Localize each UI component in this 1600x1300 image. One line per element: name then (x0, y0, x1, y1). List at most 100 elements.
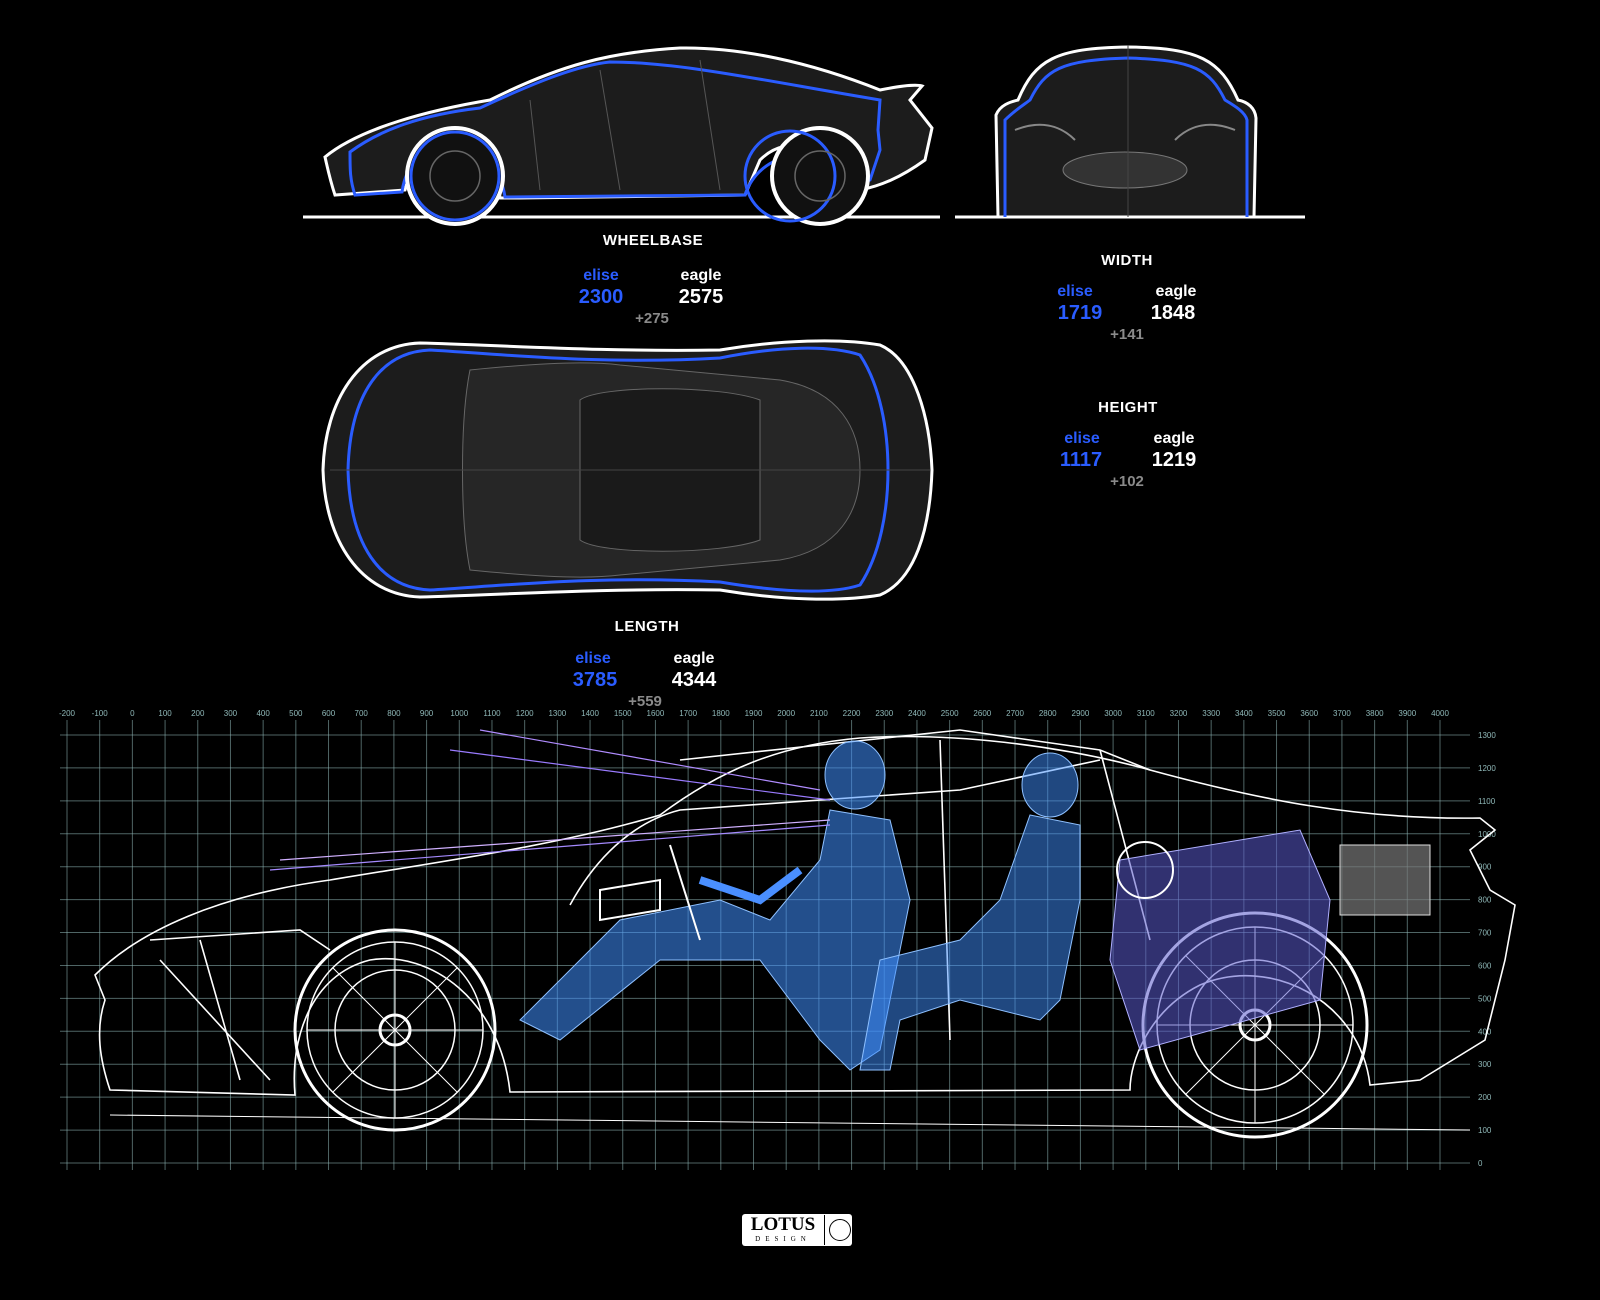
length-eagle-label: eagle (673, 650, 715, 667)
length-difference: +559 (628, 693, 662, 710)
length-title: LENGTH (614, 618, 680, 635)
z-tick-label: 600 (1478, 961, 1492, 970)
x-tick-label: 3000 (1104, 709, 1122, 718)
x-tick-label: 1900 (745, 709, 763, 718)
x-tick-label: 3600 (1300, 709, 1318, 718)
x-tick-label: 500 (289, 709, 303, 718)
wheelbase-difference: +275 (635, 310, 669, 327)
z-tick-label: 500 (1478, 994, 1492, 1003)
x-tick-label: 600 (322, 709, 336, 718)
width-elise-label: elise (1057, 283, 1093, 300)
logo-sub: DESIGN (755, 1235, 811, 1243)
x-tick-label: 3300 (1202, 709, 1220, 718)
x-tick-label: 1800 (712, 709, 730, 718)
z-tick-label: 200 (1478, 1093, 1492, 1102)
front-view (955, 45, 1305, 219)
wheelbase-eagle-value: 2575 (678, 286, 724, 308)
logo-brand: LOTUS (750, 1214, 816, 1235)
x-tick-label: 700 (355, 709, 369, 718)
x-tick-label: 2300 (875, 709, 893, 718)
length-elise-value: 3785 (572, 669, 618, 691)
length-elise-label: elise (575, 650, 611, 667)
x-tick-label: 3800 (1366, 709, 1384, 718)
z-tick-label: 400 (1478, 1027, 1492, 1036)
side-front-wheel (405, 126, 505, 226)
z-tick-label: 0 (1478, 1159, 1483, 1168)
x-tick-label: 2800 (1039, 709, 1057, 718)
x-tick-label: 3400 (1235, 709, 1253, 718)
engine-block (1109, 829, 1431, 1051)
x-tick-label: 2000 (777, 709, 795, 718)
front-wheel-wireframe (293, 928, 497, 1132)
height-eagle-label: eagle (1153, 430, 1195, 447)
height-title: HEIGHT (1098, 399, 1158, 416)
x-tick-label: 1300 (548, 709, 566, 718)
x-tick-label: 100 (158, 709, 172, 718)
x-tick-label: 2200 (843, 709, 861, 718)
lotus-roundel-icon (829, 1219, 851, 1241)
z-tick-label: 1300 (1478, 731, 1496, 740)
height-difference: +102 (1110, 473, 1144, 490)
width-elise-value: 1719 (1057, 302, 1103, 324)
passenger-figure (859, 752, 1081, 1071)
x-tick-label: 300 (224, 709, 238, 718)
height-elise-value: 1117 (1059, 449, 1103, 471)
x-tick-label: 2600 (973, 709, 991, 718)
steering-column (599, 844, 701, 941)
x-tick-label: 2900 (1072, 709, 1090, 718)
x-tick-label: 4000 (1431, 709, 1449, 718)
wheelbase-elise-value: 2300 (578, 286, 624, 308)
x-tick-label: 200 (191, 709, 205, 718)
x-tick-label: 900 (420, 709, 434, 718)
x-tick-label: 2400 (908, 709, 926, 718)
top-view (321, 339, 934, 601)
x-tick-label: 1700 (679, 709, 697, 718)
x-tick-label: 3900 (1398, 709, 1416, 718)
height-eagle-value: 1219 (1151, 449, 1197, 471)
width-title: WIDTH (1101, 252, 1153, 269)
x-tick-label: 2700 (1006, 709, 1024, 718)
x-tick-label: 2100 (810, 709, 828, 718)
x-tick-label: 1500 (614, 709, 632, 718)
x-tick-label: 1000 (450, 709, 468, 718)
z-tick-label: 1200 (1478, 764, 1496, 773)
x-tick-label: 1400 (581, 709, 599, 718)
x-tick-label: 400 (256, 709, 270, 718)
x-tick-label: -200 (59, 709, 76, 718)
wheelbase-eagle-label: eagle (680, 267, 722, 284)
driver-figure (519, 740, 911, 1071)
width-eagle-value: 1848 (1150, 302, 1196, 324)
z-tick-label: 300 (1478, 1060, 1492, 1069)
x-tick-label: -100 (92, 709, 109, 718)
sightlines (269, 729, 831, 871)
eagle-side-wireframe (94, 729, 1516, 1131)
z-tick-label: 1000 (1478, 830, 1496, 839)
length-eagle-value: 4344 (671, 669, 717, 691)
width-eagle-label: eagle (1155, 283, 1197, 300)
x-tick-label: 1600 (647, 709, 665, 718)
z-tick-label: 800 (1478, 896, 1492, 905)
lotus-design-logo: LOTUS DESIGN (742, 1214, 852, 1246)
x-tick-label: 1200 (516, 709, 534, 718)
wheelbase-elise-label: elise (583, 267, 619, 284)
z-tick-label: 700 (1478, 929, 1492, 938)
z-tick-label: 100 (1478, 1126, 1492, 1135)
x-tick-label: 3500 (1268, 709, 1286, 718)
top-elise-outline (346, 346, 890, 593)
side-view (303, 46, 940, 226)
height-elise-label: elise (1064, 430, 1100, 447)
x-tick-label: 3100 (1137, 709, 1155, 718)
x-tick-label: 3700 (1333, 709, 1351, 718)
wheelbase-title: WHEELBASE (602, 232, 704, 249)
side-rear-wheel (770, 126, 870, 226)
width-difference: +141 (1110, 326, 1144, 343)
x-tick-label: 0 (130, 709, 135, 718)
x-tick-label: 800 (387, 709, 401, 718)
x-tick-label: 2500 (941, 709, 959, 718)
z-tick-label: 900 (1478, 863, 1492, 872)
x-tick-label: 3200 (1170, 709, 1188, 718)
x-tick-label: 1100 (483, 709, 501, 718)
